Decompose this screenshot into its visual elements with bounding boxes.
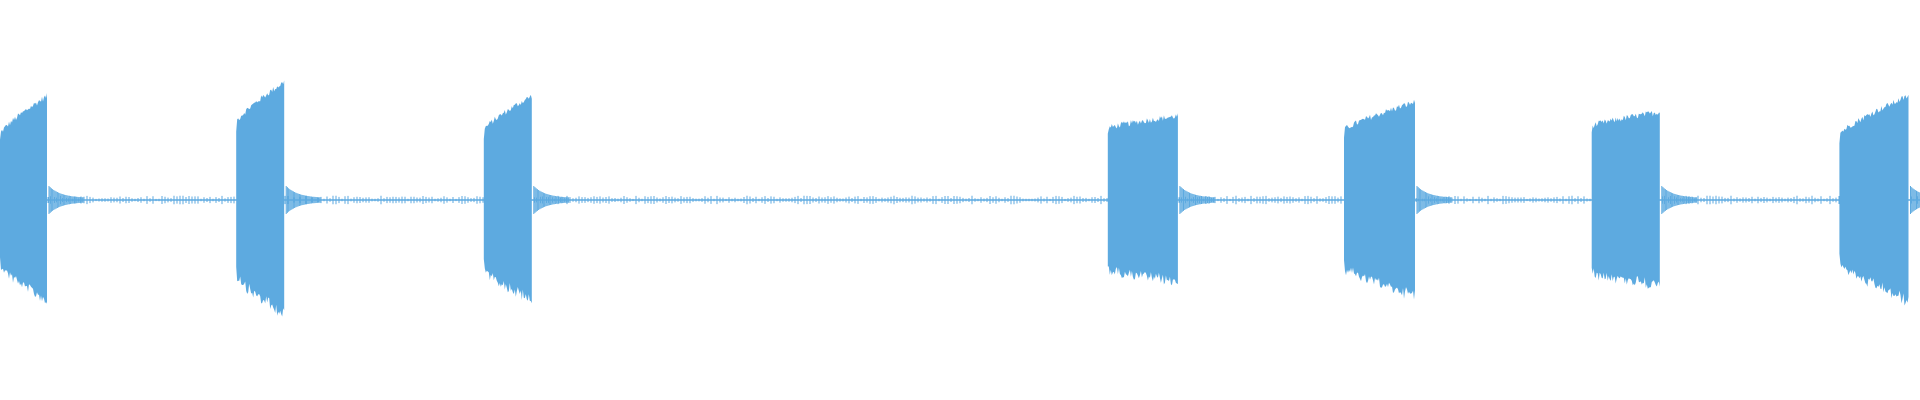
waveform-burst-7-tail xyxy=(1910,186,1920,214)
waveform-burst-1 xyxy=(0,93,47,304)
waveform-noise-ticks xyxy=(47,195,1918,205)
waveform-burst-3 xyxy=(483,94,532,304)
waveform-burst-4-tail xyxy=(1179,186,1216,214)
waveform-burst-5-tail xyxy=(1416,186,1453,214)
waveform-burst-4 xyxy=(1107,113,1178,286)
waveform-burst-2-tail xyxy=(285,186,322,214)
waveform-burst-6 xyxy=(1591,111,1660,289)
waveform-noise xyxy=(47,195,1918,205)
waveform-burst-2 xyxy=(236,80,285,317)
waveform-burst-5 xyxy=(1344,99,1415,300)
waveform-burst-1-tail xyxy=(48,186,85,214)
waveform-bursts xyxy=(0,80,1920,317)
waveform-burst-7 xyxy=(1839,94,1909,306)
